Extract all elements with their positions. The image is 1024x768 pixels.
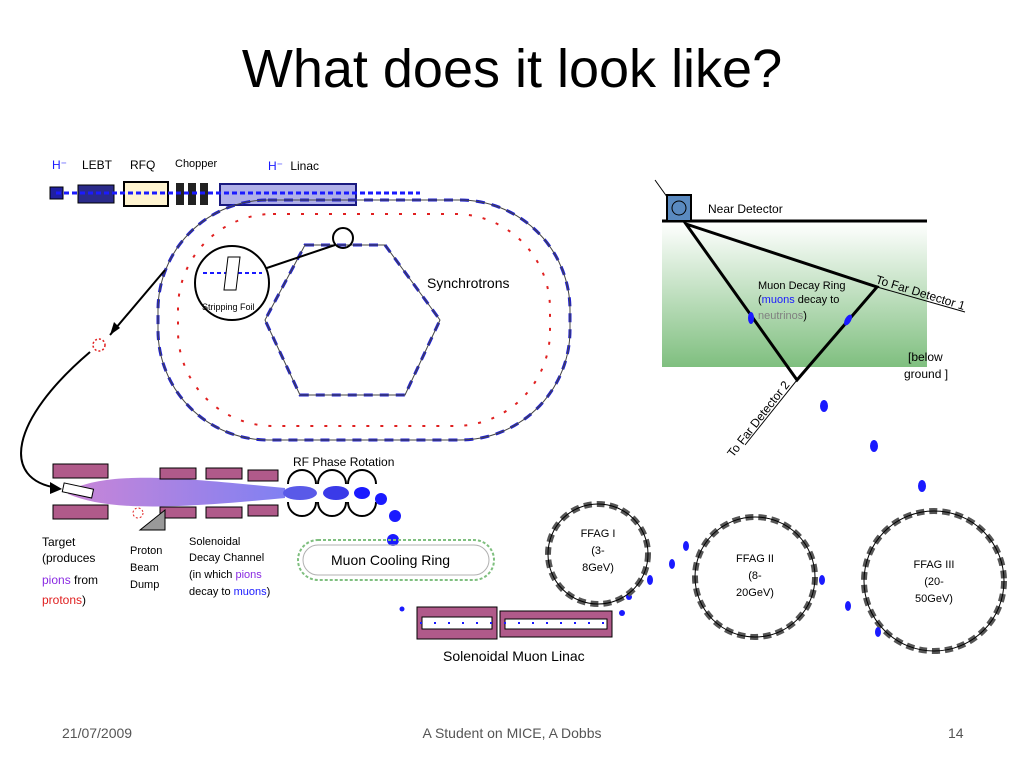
near-detector [666, 194, 692, 222]
linac-word: Linac [290, 159, 319, 173]
lebt-label: LEBT [82, 158, 113, 172]
slide-title: What does it look like? [241, 39, 783, 99]
proton-transfer-line [20, 351, 91, 489]
underground-region [662, 222, 927, 367]
proton-marker [92, 338, 106, 352]
outer-synchrotron [156, 198, 572, 442]
solenoid-label-2: Decay Channel [189, 552, 264, 564]
near-detector-label: Near Detector [708, 202, 783, 216]
dump-label-3: Dump [130, 579, 159, 591]
h-minus-label: H⁻ [52, 158, 67, 172]
muon-decay-ring [682, 221, 880, 383]
front-end: H⁻ LEBT RFQ Chopper H⁻ Linac [49, 158, 420, 207]
muon-transfer-bunches [647, 400, 926, 637]
rfq-label: RFQ [130, 158, 155, 172]
below-ground-label-2: ground ] [904, 367, 948, 381]
footer-center: A Student on MICE, A Dobbs [422, 725, 602, 741]
ffag-2-label-2: (8- [748, 570, 762, 582]
page-number: 14 [948, 725, 964, 741]
footer-date: 21/07/2009 [62, 725, 133, 741]
far-detector-2-label: To Far Detector 2 [724, 378, 792, 460]
decay-ring-label-2: (muons decay to [758, 294, 839, 306]
rf-phase-rotation [287, 469, 377, 517]
solenoid-label-3: (in which pions [189, 569, 262, 581]
foil-marker [332, 227, 354, 249]
muon-front-end: RF Phase Rotation Target (produces pions… [42, 455, 401, 607]
dump-label-2: Beam [130, 562, 159, 574]
decay-ring-label-1: Muon Decay Ring [758, 280, 845, 292]
linac-label: H⁻ Linac [268, 159, 319, 173]
ffag-2-label-1: FFAG II [736, 553, 774, 565]
rf-phase-rotation-label: RF Phase Rotation [293, 455, 394, 469]
ffag-1-label-2: (3- [591, 545, 605, 557]
chopper-label: Chopper [175, 158, 218, 170]
target-label-3: pions from [42, 573, 98, 587]
inner-synchrotron [263, 243, 442, 397]
below-ground-label-1: [below [908, 350, 943, 364]
decay-ring-area: Near Detector Muon Decay Ring (muons dec… [654, 179, 967, 460]
cooling-ring-label: Muon Cooling Ring [331, 552, 450, 568]
stripping-foil-label: Stripping Foil [202, 302, 255, 312]
cooling-and-linac: Muon Cooling Ring Solenoidal Muon Linac [297, 539, 632, 664]
pion-plume [68, 477, 285, 507]
solenoid-label-1: Solenoidal [189, 536, 240, 548]
target-label-1: Target [42, 535, 76, 549]
solenoid-label-4: decay to muons) [189, 586, 270, 598]
ffag-2-label-3: 20GeV) [736, 587, 774, 599]
target-solenoid-top [52, 463, 109, 479]
target-label-2: (produces [42, 551, 95, 565]
ffag-3-label-1: FFAG III [914, 559, 955, 571]
ffag-1-label-1: FFAG I [581, 528, 616, 540]
synchrotrons-label: Synchrotrons [427, 275, 509, 291]
target-label-4: protons) [42, 593, 86, 607]
ffag-3-label-2: (20- [924, 576, 944, 588]
ffag-1-label-3: 8GeV) [582, 562, 614, 574]
linac-h-minus: H⁻ [268, 159, 283, 173]
muon-cooling-ring [297, 539, 495, 581]
ffag-3-label-3: 50GeV) [915, 593, 953, 605]
synchrotrons: Synchrotrons Stripping Foil [20, 198, 572, 494]
dump-label-1: Proton [130, 545, 162, 557]
ffag-rings: FFAG I (3- 8GeV) FFAG II (8- 20GeV) FFAG… [545, 400, 1007, 654]
target-solenoid-bottom [52, 504, 109, 520]
decay-ring-label-3: neutrinos) [758, 310, 807, 322]
proton-beam-dump [138, 508, 166, 531]
target [61, 482, 95, 499]
muon-linac-label: Solenoidal Muon Linac [443, 648, 585, 664]
